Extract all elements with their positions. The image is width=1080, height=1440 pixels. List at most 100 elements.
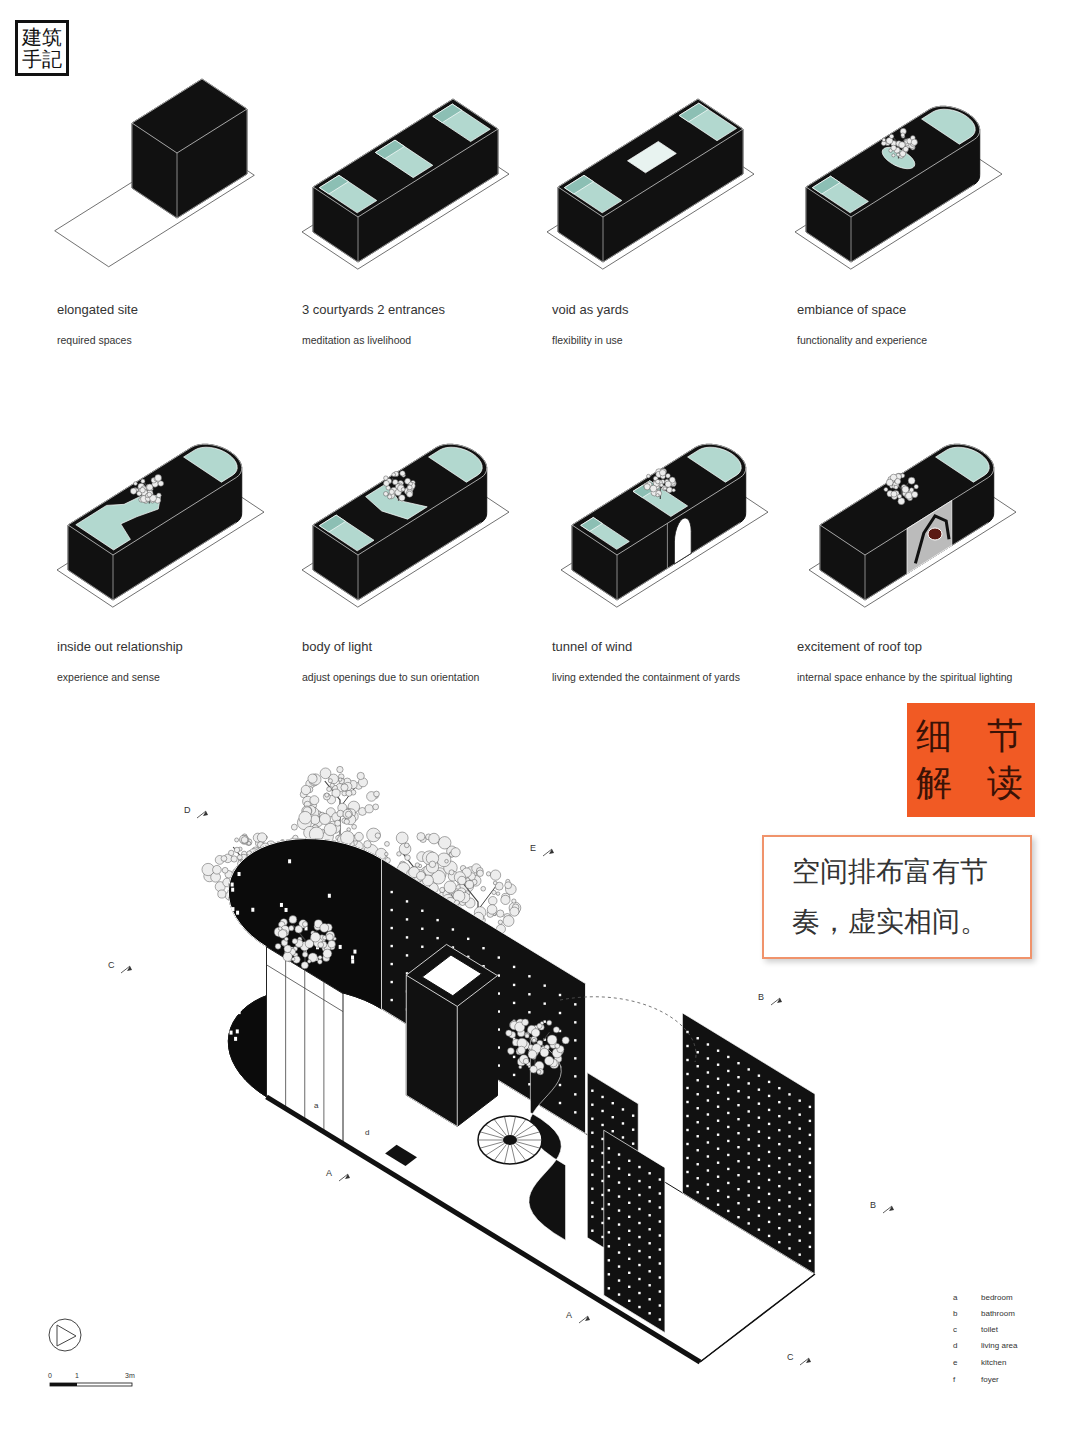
window-dot [707,1099,709,1101]
roof-outline [313,444,487,555]
window-dot [608,1189,610,1191]
foliage [523,1058,529,1064]
scale-number: 1 [75,1372,79,1380]
section-mark: C [787,1352,794,1362]
window-dot [727,1098,729,1100]
stair-tread [511,1116,515,1135]
window-dot [421,946,423,948]
edge-line [603,217,604,262]
window-dot [768,1123,770,1125]
window-dot [686,1073,688,1075]
window-dot [628,1286,630,1288]
foliage [489,897,498,906]
concept-diagram [55,79,255,267]
window-dot [608,1273,610,1275]
foliage [328,940,336,948]
foliage [506,1030,512,1036]
transom [267,965,344,1012]
window-dot [544,1020,546,1022]
foliage [525,1034,529,1038]
caption: internal space enhance by the spiritual … [797,671,1012,683]
spiral-wall [915,516,949,563]
foliage [517,1046,525,1054]
stair-tread [485,1125,504,1137]
window-dot [697,1079,699,1081]
wall-window [230,1031,233,1035]
foliage [892,154,895,157]
tree [130,475,163,504]
tree [881,128,917,158]
foliage [330,783,334,787]
window-dot [608,1287,610,1289]
window-dot [421,910,423,912]
window-dot [601,1208,603,1210]
foliage [429,861,435,867]
edge-line [132,188,177,218]
edge-line [806,187,807,232]
window-dot [799,1155,801,1157]
window-dot [452,928,454,930]
window-dot [591,1216,593,1218]
window-dot [727,1196,729,1198]
window-dot [768,1137,770,1139]
window-dot [799,1113,801,1115]
window-dot [632,1114,634,1116]
section-mark: A [326,1168,332,1178]
window-dot [608,1245,610,1247]
stair-core [503,1135,517,1145]
window-dot [788,1205,790,1207]
foliage [278,930,287,939]
caption: embiance of space [797,303,906,318]
window-dot [809,1232,811,1234]
foliage [284,945,292,953]
foliage [157,493,162,498]
foliage [537,1069,543,1075]
void-yard [433,104,462,123]
window-dot [697,1177,699,1179]
edge-line [177,174,247,218]
window-dot [608,1161,610,1163]
window-dot [513,1002,515,1004]
window-dot [697,1191,699,1193]
window-dot [618,1181,620,1183]
tree-branch [901,483,908,493]
concept-diagram [809,444,1016,607]
window-dot [758,1074,760,1076]
edge-line [313,232,358,262]
foliage [221,856,227,862]
window-dot [648,1228,650,1230]
edge-line [358,174,498,262]
void-yard [76,494,161,550]
foliage [512,899,516,903]
window-dot [648,1284,650,1286]
foliage [487,905,497,915]
grid-wall [604,1130,665,1332]
scale-bar [50,1383,132,1386]
window-dot [788,1247,790,1249]
foliage [134,482,138,486]
edge-line [358,217,359,262]
roof-outline [313,99,498,217]
roof-outline [558,99,743,217]
foliage [337,766,343,772]
mullion [304,970,305,1120]
void-yard [366,483,428,519]
window-dot [574,1057,576,1059]
window-dot [778,1227,780,1229]
foliage [289,916,297,924]
tree [884,473,919,504]
window-dot [648,1298,650,1300]
foliage [218,890,226,898]
wall-window [236,1029,239,1033]
foliage [374,791,380,797]
foliage [894,485,898,489]
foliage [146,484,152,490]
foliage [501,895,510,904]
window-dot [618,1265,620,1267]
foliage [318,942,324,948]
wall-window [351,959,354,963]
window-dot [697,1135,699,1137]
foliage [292,939,297,944]
stair-tread [517,1132,540,1138]
window-dot [809,1246,811,1248]
